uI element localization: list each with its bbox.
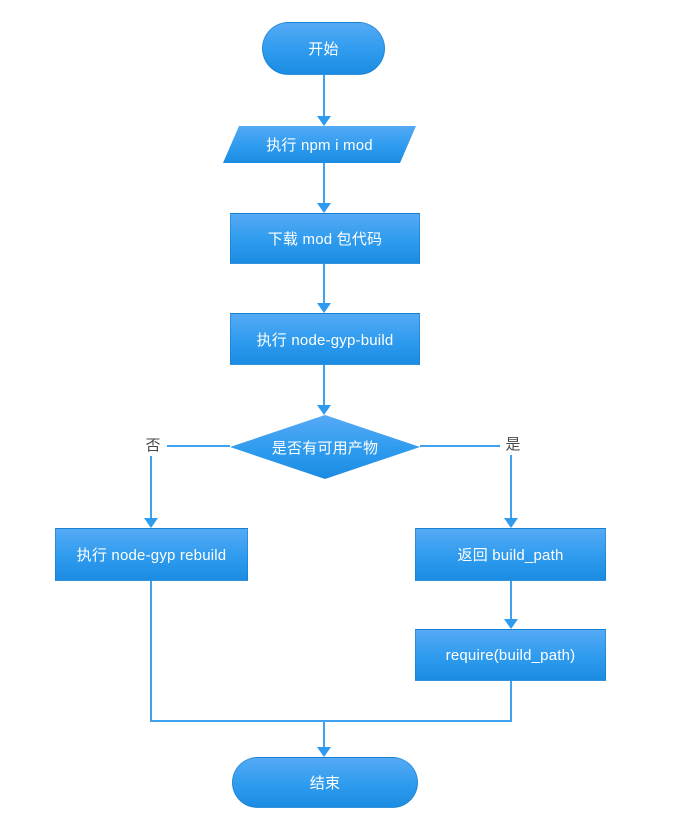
node-gyp-build: 执行 node-gyp-build: [230, 313, 420, 365]
arrowhead-icon: [317, 303, 331, 313]
node-return-build-path: 返回 build_path: [415, 528, 606, 581]
edge-decision-yes-hline: [420, 445, 512, 447]
branch-label-yes: 是: [500, 434, 526, 455]
edge-decision-no-vline: [150, 446, 152, 518]
edge-download-to-gypbuild-line: [323, 264, 325, 303]
edge-merge-hline: [150, 720, 512, 722]
node-end: 结束: [232, 757, 418, 808]
edge-decision-no-hline: [150, 445, 230, 447]
node-npm-install: 执行 npm i mod: [223, 126, 416, 163]
edge-start-to-npm-line: [323, 75, 325, 117]
edge-decision-yes-vline: [510, 446, 512, 518]
arrowhead-icon: [504, 518, 518, 528]
node-gyp-rebuild: 执行 node-gyp rebuild: [55, 528, 248, 581]
arrowhead-icon: [144, 518, 158, 528]
arrowhead-icon: [317, 747, 331, 757]
edge-npm-to-download-line: [323, 163, 325, 203]
node-download-mod: 下载 mod 包代码: [230, 213, 420, 264]
arrowhead-icon: [317, 116, 331, 126]
edge-return-to-require-line: [510, 581, 512, 619]
edge-require-to-merge-line: [510, 681, 512, 722]
arrowhead-icon: [317, 405, 331, 415]
edge-merge-to-end-line: [323, 722, 325, 747]
arrowhead-icon: [317, 203, 331, 213]
node-start: 开始: [262, 22, 385, 75]
node-decision-has-artifact: 是否有可用产物: [230, 415, 420, 479]
branch-label-no: 否: [139, 435, 167, 456]
node-require-build-path: require(build_path): [415, 629, 606, 681]
edge-gypbuild-to-decision-line: [323, 365, 325, 405]
edge-rebuild-to-merge-line: [150, 581, 152, 722]
arrowhead-icon: [504, 619, 518, 629]
